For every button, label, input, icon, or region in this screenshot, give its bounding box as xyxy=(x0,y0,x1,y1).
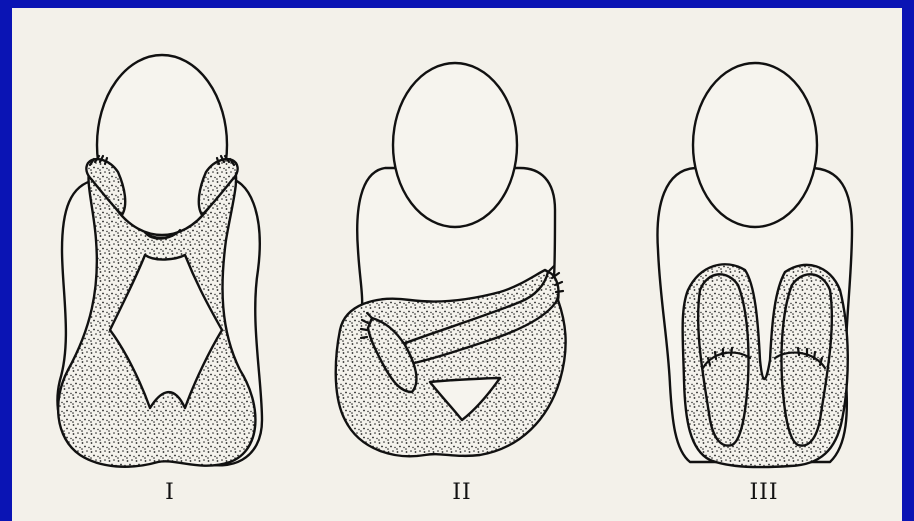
figure-3-footling-breech xyxy=(657,63,852,467)
figure-2-label: II xyxy=(452,480,471,505)
figure-3-head xyxy=(693,63,817,227)
figure-1-label: I xyxy=(165,480,175,505)
figure-2-complete-breech xyxy=(336,63,566,456)
figure-3-label: III xyxy=(749,480,778,505)
figure-1-frank-breech xyxy=(57,55,262,467)
figure-2-head xyxy=(393,63,517,227)
